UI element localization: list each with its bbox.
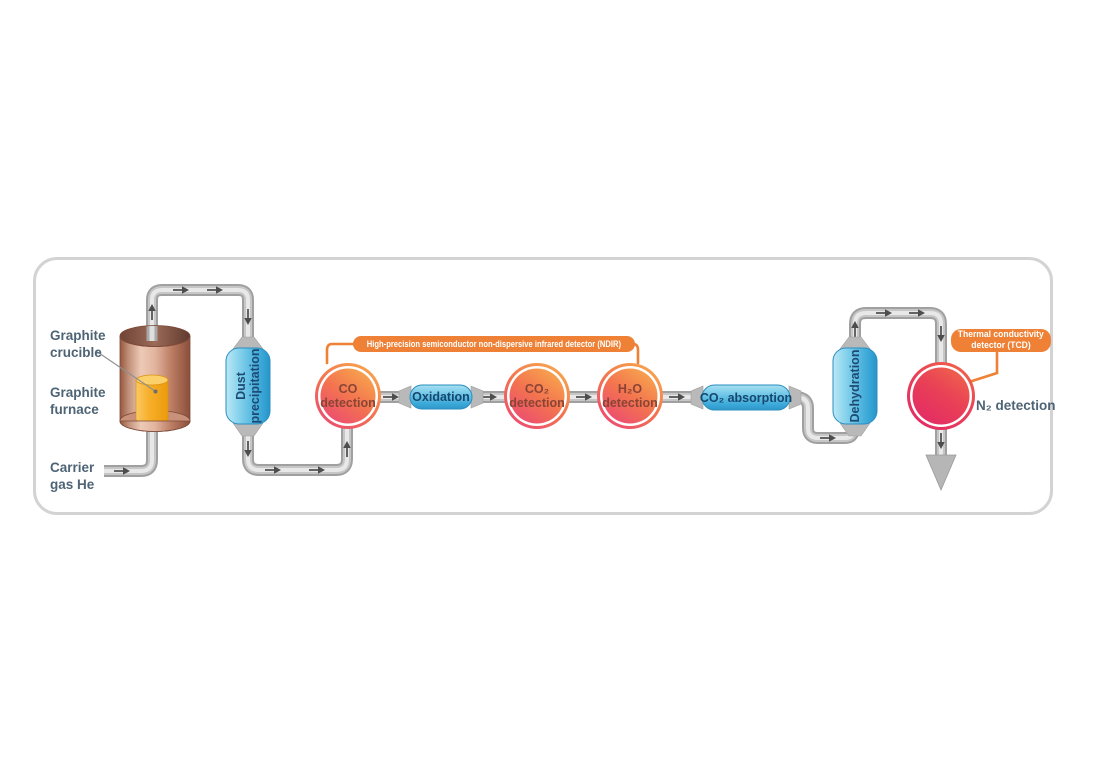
- co2-detector-circle: [504, 363, 570, 429]
- outlet-arrow-icon: [925, 454, 957, 492]
- oxidation-pill: [409, 384, 473, 410]
- carrier-gas-label: Carrier gas He: [50, 460, 95, 492]
- co2-absorption-pill: [701, 384, 791, 411]
- graphite-furnace-label: Graphite furnace: [50, 385, 106, 417]
- h2o-detection-label: H₂O detection: [602, 382, 658, 410]
- co-detection-label: CO detection: [320, 382, 376, 410]
- n2-detector-circle: [907, 362, 975, 430]
- graphite-furnace-graphic: [119, 325, 191, 432]
- graphite-crucible-label: Graphite crucible: [50, 328, 106, 360]
- dehydration-column: [832, 347, 878, 425]
- tcd-callout: Thermal conductivity detector (TCD): [951, 329, 1051, 352]
- dust-precipitation-column: [225, 347, 271, 425]
- crucible-pointer-line: [95, 350, 158, 394]
- co2-absorption-label: CO₂ absorption: [699, 391, 793, 405]
- co2-detection-label: CO₂ detection: [509, 382, 565, 410]
- h2o-detector-circle: [597, 363, 663, 429]
- pipe-network: [104, 284, 947, 477]
- dust-precipitation-label: Dust precipitation: [234, 348, 262, 424]
- oxidation-label: Oxidation: [412, 390, 470, 404]
- dehydration-label: Dehydration: [848, 349, 862, 423]
- co-detector-circle: [315, 363, 381, 429]
- n2-detection-label: N₂ detection: [976, 398, 1056, 413]
- ndir-callout: High-precision semiconductor non-dispers…: [353, 336, 635, 352]
- ndir-bracket-left: [325, 342, 367, 365]
- tcd-pointer-line: [967, 349, 999, 384]
- graphite-crucible-graphic: [135, 374, 169, 425]
